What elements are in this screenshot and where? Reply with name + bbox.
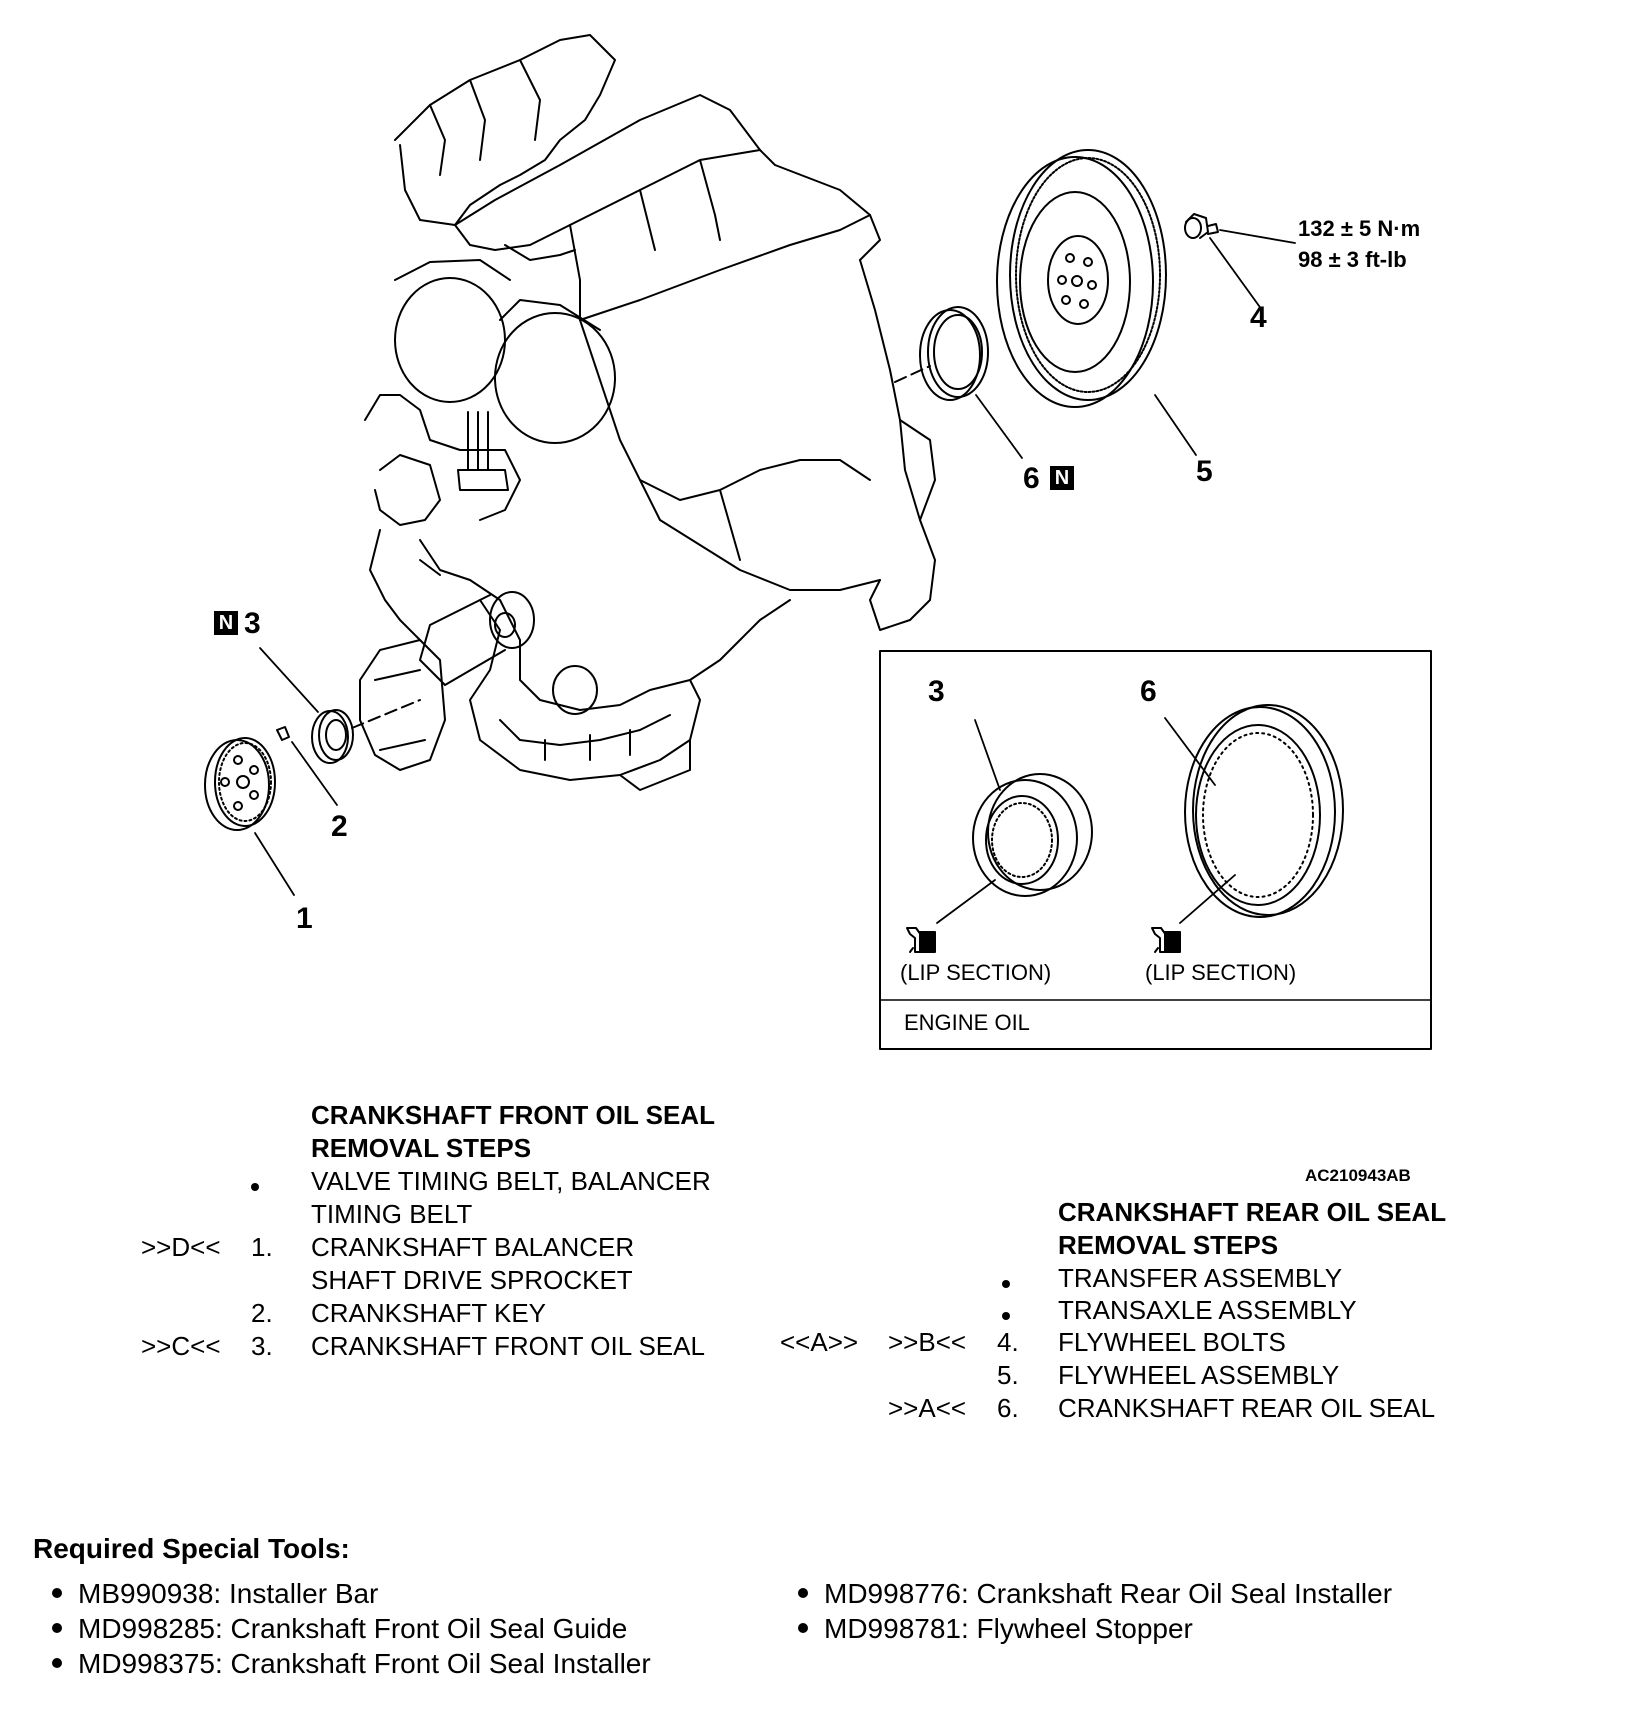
- callout-5: 5: [1196, 455, 1213, 488]
- rear-step-2-num: 4.: [997, 1327, 1019, 1357]
- callout-6: 6: [1023, 462, 1040, 495]
- rear-seal-drawing: [894, 306, 989, 401]
- inset-callout-3: 3: [928, 675, 945, 708]
- rear-steps-title-1: CRANKSHAFT REAR OIL SEAL: [1058, 1197, 1447, 1227]
- engine-block-drawing: [359, 34, 936, 791]
- flywheel-drawing: [996, 149, 1167, 408]
- tool-item: MD998375: Crankshaft Front Oil Seal Inst…: [52, 1648, 651, 1680]
- leader-lines: [254, 229, 1296, 896]
- tool-label: MD998781: Flywheel Stopper: [824, 1613, 1193, 1644]
- bullet-icon: [52, 1587, 62, 1598]
- oil-can-icon-2: [1151, 927, 1181, 953]
- front-step-1-code: >>D<<: [141, 1232, 221, 1262]
- callout-2: 2: [331, 810, 348, 843]
- tool-item: MD998781: Flywheel Stopper: [798, 1613, 1193, 1645]
- front-step-1-num: 1.: [251, 1232, 273, 1262]
- front-step-1-text-1: CRANKSHAFT BALANCER: [311, 1232, 635, 1262]
- front-step-3-text: CRANKSHAFT FRONT OIL SEAL: [311, 1331, 705, 1361]
- oil-can-icon: [906, 927, 936, 953]
- key-drawing: [276, 726, 290, 741]
- engine-oil-legend: ENGINE OIL: [904, 1010, 1030, 1035]
- rear-step-2-code-1: <<A>>: [780, 1327, 859, 1357]
- callout-3: 3: [244, 607, 261, 640]
- rear-step-0-text: TRANSFER ASSEMBLY: [1058, 1263, 1343, 1293]
- rear-step-1-text: TRANSAXLE ASSEMBLY: [1058, 1295, 1357, 1325]
- tool-label: MD998285: Crankshaft Front Oil Seal Guid…: [78, 1613, 628, 1644]
- tool-item: MD998776: Crankshaft Rear Oil Seal Insta…: [798, 1578, 1392, 1610]
- tool-label: MB990938: Installer Bar: [78, 1578, 379, 1609]
- front-steps-title-2: REMOVAL STEPS: [311, 1133, 532, 1163]
- tool-label: MD998776: Crankshaft Rear Oil Seal Insta…: [824, 1578, 1393, 1609]
- special-tools-heading: Required Special Tools:: [33, 1533, 350, 1564]
- front-seal-drawing: [311, 699, 421, 764]
- inset-box: [879, 650, 1432, 1050]
- rear-step-3-num: 5.: [997, 1360, 1019, 1390]
- inset-callout-6: 6: [1140, 675, 1157, 708]
- rear-step-4-text: CRANKSHAFT REAR OIL SEAL: [1058, 1393, 1436, 1423]
- front-step-3-code: >>C<<: [141, 1331, 221, 1361]
- rear-step-bullet-1: [1002, 1280, 1010, 1288]
- rear-step-bullet-2: [1002, 1312, 1010, 1320]
- figure-id: AC210943AB: [1305, 1166, 1411, 1185]
- bullet-icon: [52, 1622, 62, 1633]
- sprocket-drawing: [204, 737, 276, 831]
- front-step-0-text-1: VALVE TIMING BELT, BALANCER: [311, 1166, 711, 1196]
- front-step-3-num: 3.: [251, 1331, 273, 1361]
- bullet-icon: [798, 1587, 808, 1598]
- front-step-1-text-2: SHAFT DRIVE SPROCKET: [311, 1265, 633, 1295]
- front-step-bullet: [251, 1183, 259, 1191]
- bolt-drawing: [1184, 213, 1219, 239]
- callout-1: 1: [296, 902, 313, 935]
- tool-item: MD998285: Crankshaft Front Oil Seal Guid…: [52, 1613, 627, 1645]
- rear-step-2-code-2: >>B<<: [888, 1327, 967, 1357]
- rear-steps-title-2: REMOVAL STEPS: [1058, 1230, 1279, 1260]
- new-part-badge-3: N: [214, 611, 238, 635]
- torque-imperial: 98 ± 3 ft-lb: [1298, 247, 1407, 272]
- new-part-badge-6: N: [1050, 466, 1074, 490]
- tool-label: MD998375: Crankshaft Front Oil Seal Inst…: [78, 1648, 651, 1679]
- torque-metric: 132 ± 5 N·m: [1298, 216, 1421, 241]
- front-step-2-text: CRANKSHAFT KEY: [311, 1298, 547, 1328]
- bullet-icon: [52, 1657, 62, 1668]
- front-step-0-text-2: TIMING BELT: [311, 1199, 473, 1229]
- front-step-2-num: 2.: [251, 1298, 273, 1328]
- rear-step-3-text: FLYWHEEL ASSEMBLY: [1058, 1360, 1340, 1390]
- callout-4: 4: [1250, 301, 1267, 334]
- lip-section-label-right: (LIP SECTION): [1145, 960, 1297, 985]
- rear-step-2-text: FLYWHEEL BOLTS: [1058, 1327, 1286, 1357]
- tool-item: MB990938: Installer Bar: [52, 1578, 378, 1610]
- rear-step-4-code-2: >>A<<: [888, 1393, 967, 1423]
- rear-step-4-num: 6.: [997, 1393, 1019, 1423]
- bullet-icon: [798, 1622, 808, 1633]
- lip-section-label-left: (LIP SECTION): [900, 960, 1052, 985]
- front-steps-title-1: CRANKSHAFT FRONT OIL SEAL: [311, 1100, 715, 1130]
